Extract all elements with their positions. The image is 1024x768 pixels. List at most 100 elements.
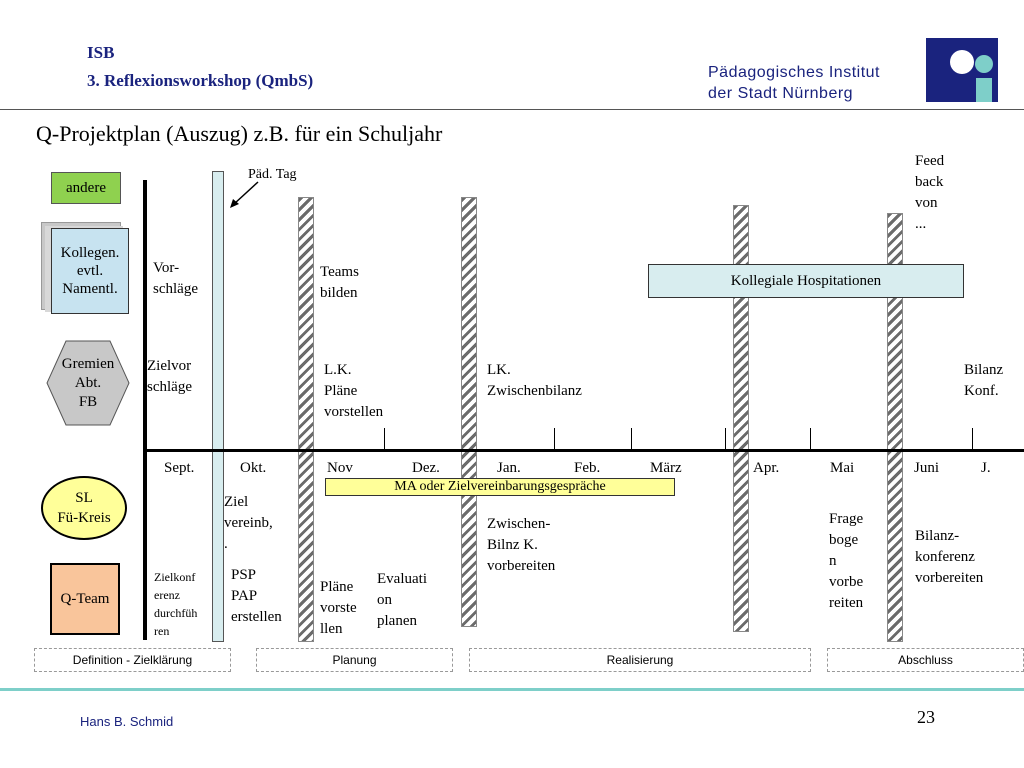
fragebogen-line-4: vorbe (829, 574, 864, 590)
lk-plaene-line-3: vorstellen (324, 404, 384, 420)
gremien-line-2: Abt. (74, 374, 102, 391)
header-divider (0, 109, 1024, 110)
month-dez: Dez. (412, 460, 440, 476)
bilanz-konf-line-2: Konf. (964, 383, 999, 399)
paed-tag-arrow (230, 181, 259, 208)
zielkonferenz-line-2: erenz (154, 588, 180, 602)
gremien-line-3: FB (78, 393, 98, 410)
phase-realisierung: Realisierung (469, 648, 811, 672)
role-qteam: Q-Team (50, 563, 120, 635)
evaluation-line-3: planen (377, 613, 417, 629)
kollegen-line-1: Kollegen. (60, 245, 120, 261)
zwischen-bilnz-label: Zwischen- Bilnz K. vorbereiten (487, 514, 555, 577)
paed-tag-label: Päd. Tag (248, 167, 297, 182)
institute-line-1: Pädagogisches Institut (708, 64, 880, 81)
bilanz-konferenz-line-3: vorbereiten (915, 570, 984, 586)
plaene-line-3: llen (320, 621, 343, 637)
institute-name: Pädagogisches Institut der Stadt Nürnber… (708, 62, 880, 104)
role-sl: SL Fü-Kreis (41, 476, 127, 540)
phase-abschluss: Abschluss (827, 648, 1024, 672)
zielvorschlaege-label: Zielvor schläge (147, 356, 192, 398)
zielkonferenz-line-1: Zielkonf (154, 570, 196, 584)
tick-dez (384, 428, 385, 449)
evaluation-label: Evaluati on planen (377, 569, 427, 632)
month-feb: Feb. (574, 460, 601, 476)
timeline-axis (147, 449, 1024, 452)
role-gremien-shape (46, 340, 130, 426)
phase-planung: Planung (256, 648, 453, 672)
fragebogen-line-5: reiten (829, 595, 864, 611)
page-number: 23 (917, 707, 935, 727)
fragebogen-label: Frage boge n vorbe reiten (829, 509, 863, 614)
gremien-line-1: Gremien (61, 355, 115, 372)
teams-label: Teams bilden (320, 262, 359, 304)
start-bar (143, 180, 147, 640)
zwischen-bilnz-line-2: Bilnz K. (487, 537, 538, 553)
kollegen-line-3: Namentl. (62, 281, 118, 297)
psp-line-2: PAP (231, 588, 258, 604)
role-andere: andere (51, 172, 121, 204)
zielvorschlaege-line-2: schläge (147, 379, 192, 395)
month-juni: Juni (914, 460, 940, 476)
plaene-line-1: Pläne (320, 579, 354, 595)
sl-line-2: Fü-Kreis (57, 510, 111, 526)
workshop-title: 3. Reflexionsworkshop (QmbS) (87, 71, 314, 90)
lk-zwischen-label: LK. Zwischenbilanz (487, 360, 582, 402)
bilanz-konferenz-line-1: Bilanz- (915, 528, 960, 544)
paed-tag-bar (212, 171, 224, 642)
milestone-bar-apr (733, 205, 749, 632)
institute-line-2: der Stadt Nürnberg (708, 85, 854, 102)
teams-line-1: Teams (320, 264, 359, 280)
phase-definition: Definition - Zielklärung (34, 648, 231, 672)
plaene-label: Pläne vorste llen (320, 577, 357, 640)
lk-plaene-line-1: L.K. (324, 362, 352, 378)
evaluation-line-2: on (377, 592, 392, 608)
institute-logo (926, 38, 998, 102)
month-sept: Sept. (164, 460, 195, 476)
fragebogen-line-2: boge (829, 532, 859, 548)
lk-zwischen-line-2: Zwischenbilanz (487, 383, 582, 399)
feedback-line-4: ... (915, 216, 927, 232)
page-title: Q-Projektplan (Auszug) z.B. für ein Schu… (36, 121, 443, 146)
feedback-label: Feed back von ... (915, 151, 944, 235)
milestone-bar-jan (461, 197, 477, 627)
bilanz-konferenz-label: Bilanz- konferenz vorbereiten (915, 526, 983, 589)
month-okt: Okt. (240, 460, 267, 476)
psp-line-3: erstellen (231, 609, 282, 625)
vorschlaege-line-1: Vor- (153, 260, 180, 276)
vorschlaege-label: Vor- schläge (153, 258, 198, 300)
feedback-line-2: back (915, 174, 944, 190)
month-apr: Apr. (753, 460, 780, 476)
lk-plaene-label: L.K. Pläne vorstellen (324, 360, 383, 423)
month-maerz: März (650, 460, 682, 476)
role-kollegen: Kollegen. evtl. Namentl. (51, 228, 129, 314)
tick-feb (554, 428, 555, 449)
month-j: J. (981, 460, 991, 476)
footer-divider (0, 688, 1024, 691)
month-nov: Nov (327, 460, 353, 476)
tick-apr (725, 428, 726, 449)
zwischen-bilnz-line-3: vorbereiten (487, 558, 556, 574)
plaene-line-2: vorste (320, 600, 357, 616)
month-mai: Mai (830, 460, 855, 476)
lk-plaene-line-2: Pläne (324, 383, 358, 399)
lk-zwischen-line-1: LK. (487, 362, 511, 378)
org-title: ISB (87, 43, 115, 62)
feedback-line-1: Feed (915, 153, 945, 169)
feedback-line-3: von (915, 195, 938, 211)
psp-line-1: PSP (231, 567, 257, 583)
bilanz-konf-label: Bilanz Konf. (964, 360, 1003, 402)
ziel-vereinb-label: Ziel vereinb, . (224, 492, 273, 555)
ziel-vereinb-line-3: . (224, 536, 228, 552)
tick-juni (972, 428, 973, 449)
ziel-vereinb-line-2: vereinb, (224, 515, 273, 531)
zielvorschlaege-line-1: Zielvor (147, 358, 192, 374)
bilanz-konferenz-line-2: konferenz (915, 549, 975, 565)
zielkonferenz-line-3: durchfüh (154, 606, 198, 620)
sl-line-1: SL (75, 490, 93, 506)
milestone-bar-nov (298, 197, 314, 642)
zielkonferenz-label: Zielkonf erenz durchfüh ren (154, 568, 197, 640)
tick-mai (810, 428, 811, 449)
ma-gespraeche-bar: MA oder Zielvereinbarungsgespräche (325, 478, 675, 496)
role-gremien: Gremien Abt. FB (46, 352, 130, 414)
